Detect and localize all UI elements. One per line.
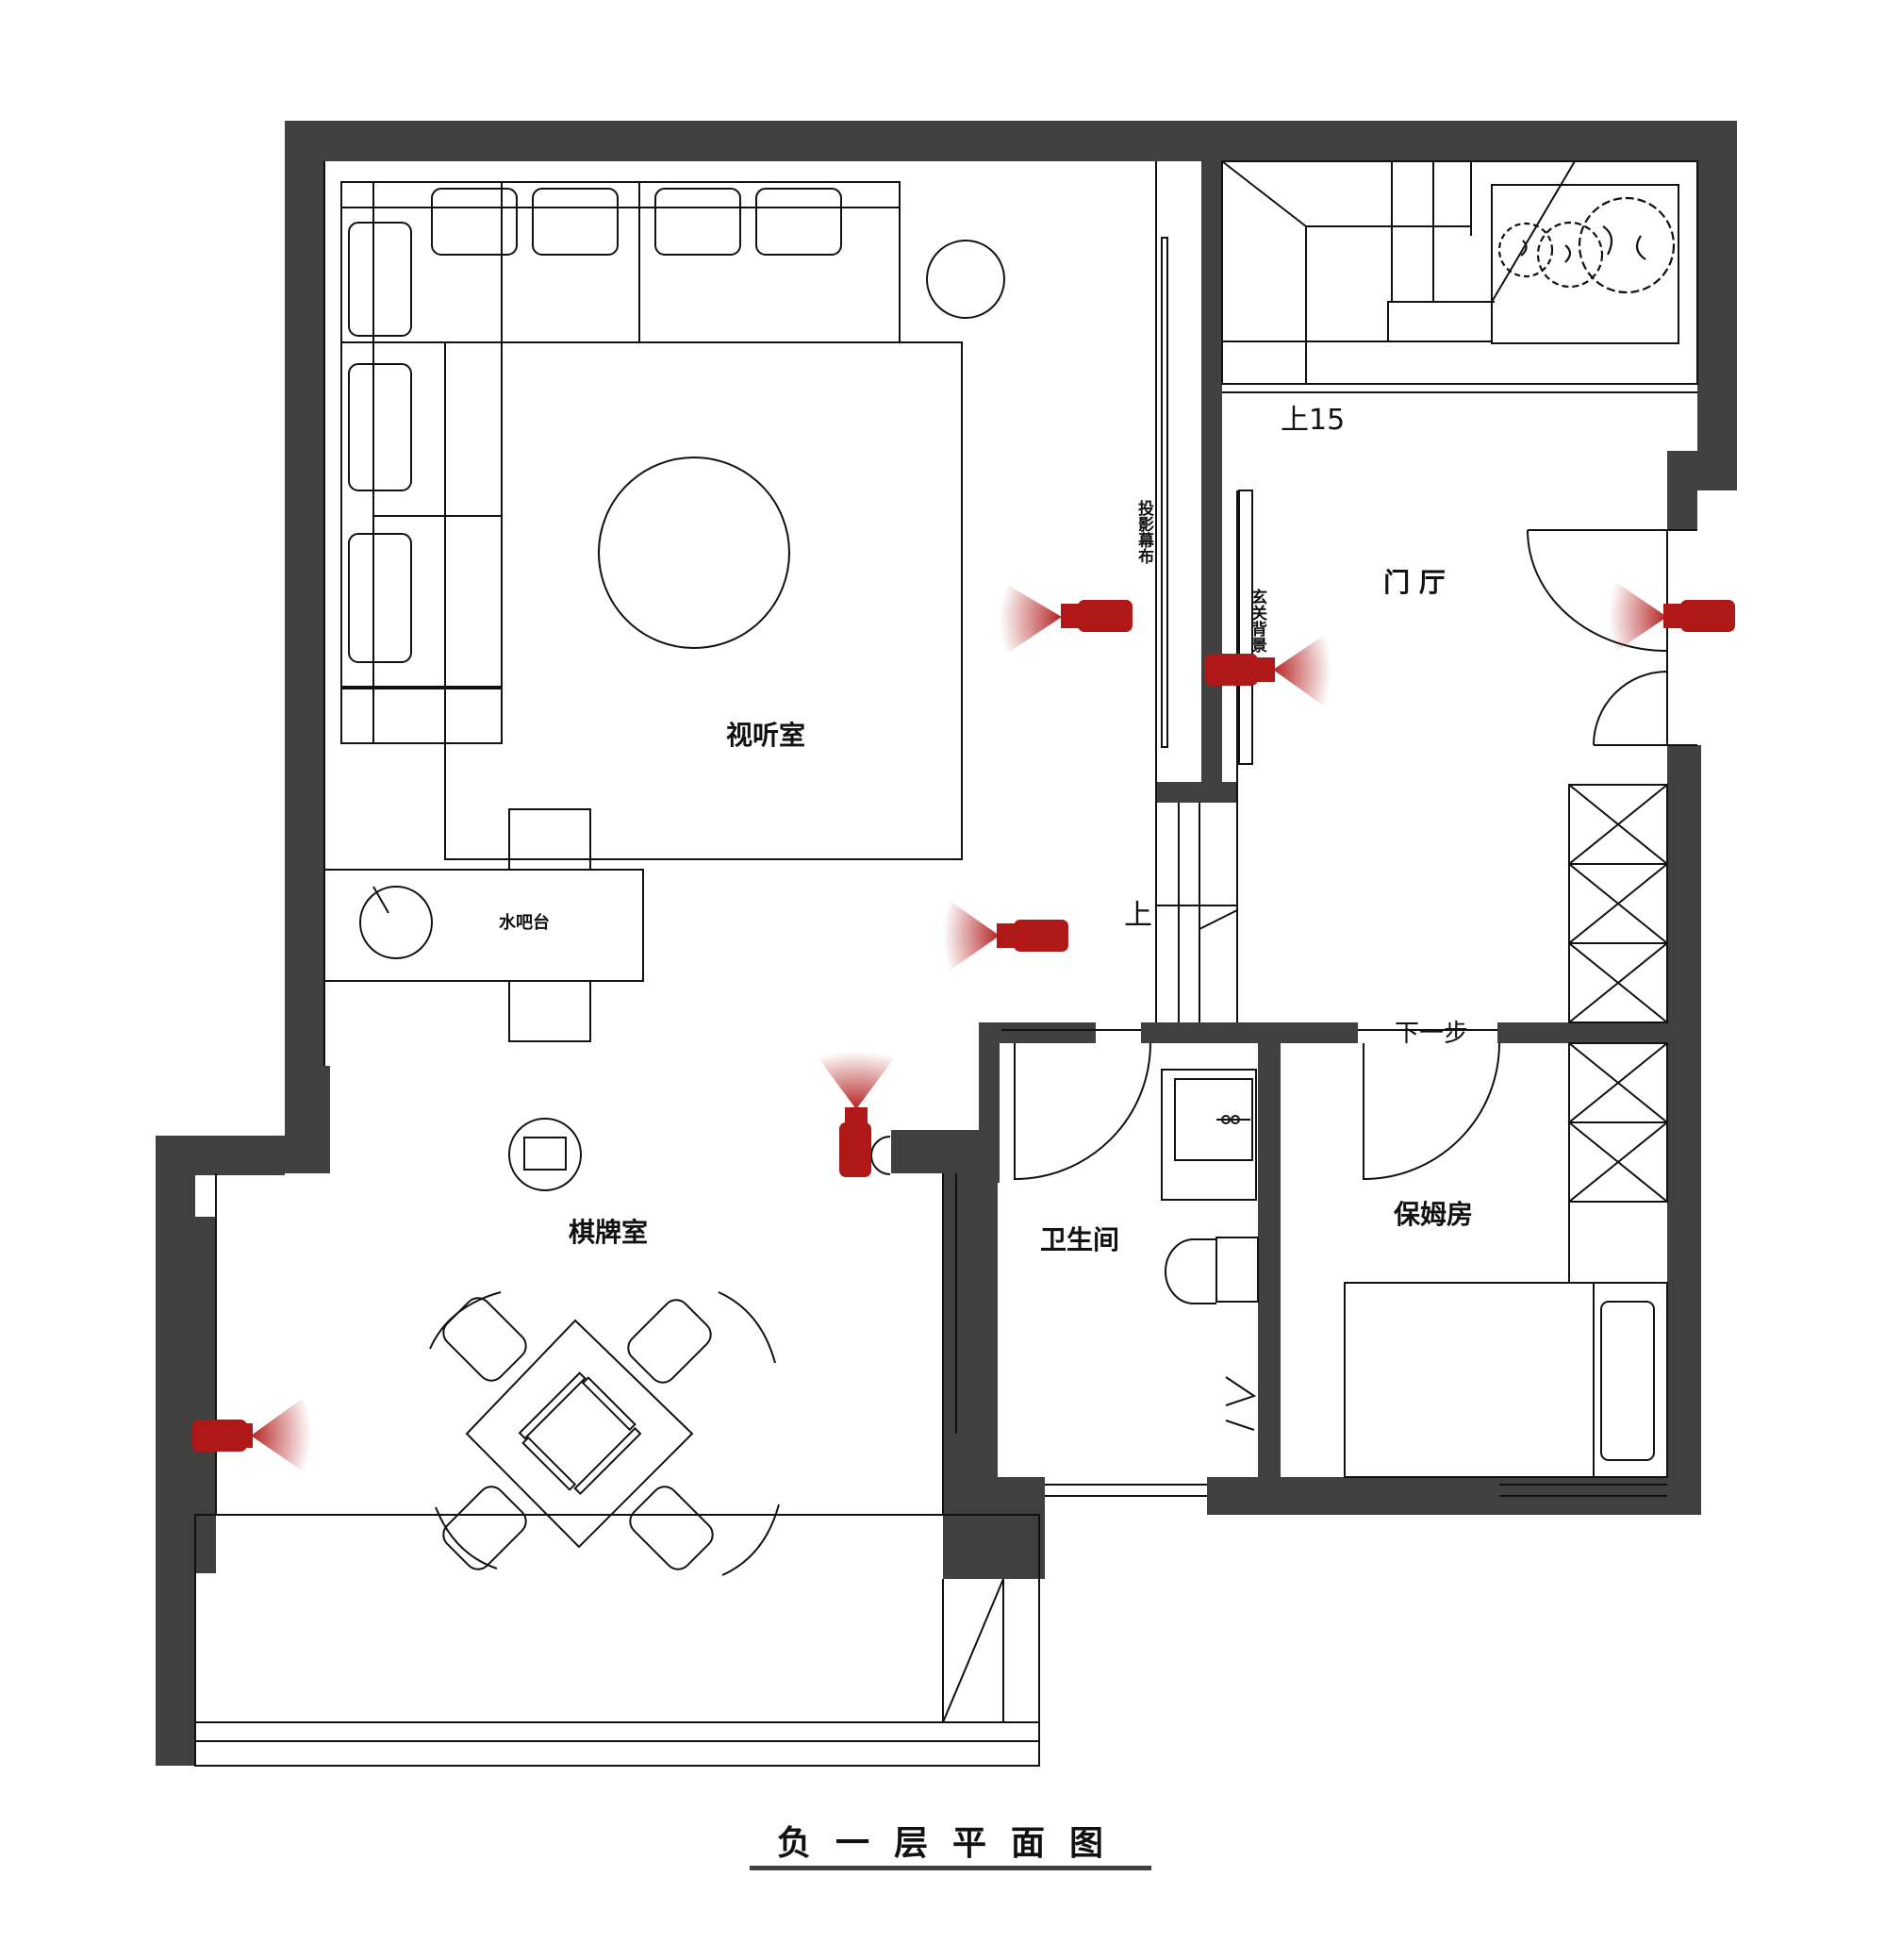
label-step-down: 下一步 xyxy=(1395,1020,1468,1048)
title-underline xyxy=(750,1866,1151,1870)
mahjong-table xyxy=(429,1118,780,1576)
camera-corridor xyxy=(813,1051,900,1177)
walls xyxy=(156,121,1737,1766)
label-entry-backdrop: 玄关背景 xyxy=(1248,588,1267,654)
camera-foyer-backdrop xyxy=(1205,630,1331,711)
camera-foyer-entrance xyxy=(1609,577,1735,656)
room-label-nanny-room: 保姆房 xyxy=(1394,1199,1473,1230)
rug-and-coffee-table xyxy=(444,341,963,860)
bathroom-fixtures xyxy=(1014,1042,1500,1431)
staircase xyxy=(1221,160,1698,393)
storage-cabinets xyxy=(1567,784,1669,1283)
projection-screen xyxy=(1161,237,1253,765)
water-bar xyxy=(323,808,644,1042)
camera-chess-room xyxy=(192,1392,311,1477)
label-stair-up: 上 xyxy=(1124,899,1152,932)
room-label-foyer: 门 厅 xyxy=(1383,567,1446,598)
plant-icon xyxy=(1497,196,1676,294)
structure-lines xyxy=(194,161,1667,1767)
camera-av-room xyxy=(1000,580,1133,658)
room-label-av-room: 视听室 xyxy=(726,720,805,751)
room-label-bathroom: 卫生间 xyxy=(1040,1224,1119,1255)
label-stair-up-15: 上15 xyxy=(1281,404,1345,437)
sofa xyxy=(340,181,1005,744)
camera-water-bar xyxy=(943,896,1068,975)
plan-title: 负一层平面图 xyxy=(777,1824,1128,1863)
label-projection-screen: 投影幕布 xyxy=(1134,499,1155,565)
room-label-chess-room: 棋牌室 xyxy=(569,1217,648,1248)
nanny-bed xyxy=(1344,1282,1668,1478)
foyer-doors xyxy=(1527,529,1697,746)
corridor-opening xyxy=(870,1136,891,1175)
label-water-bar: 水吧台 xyxy=(499,912,550,933)
